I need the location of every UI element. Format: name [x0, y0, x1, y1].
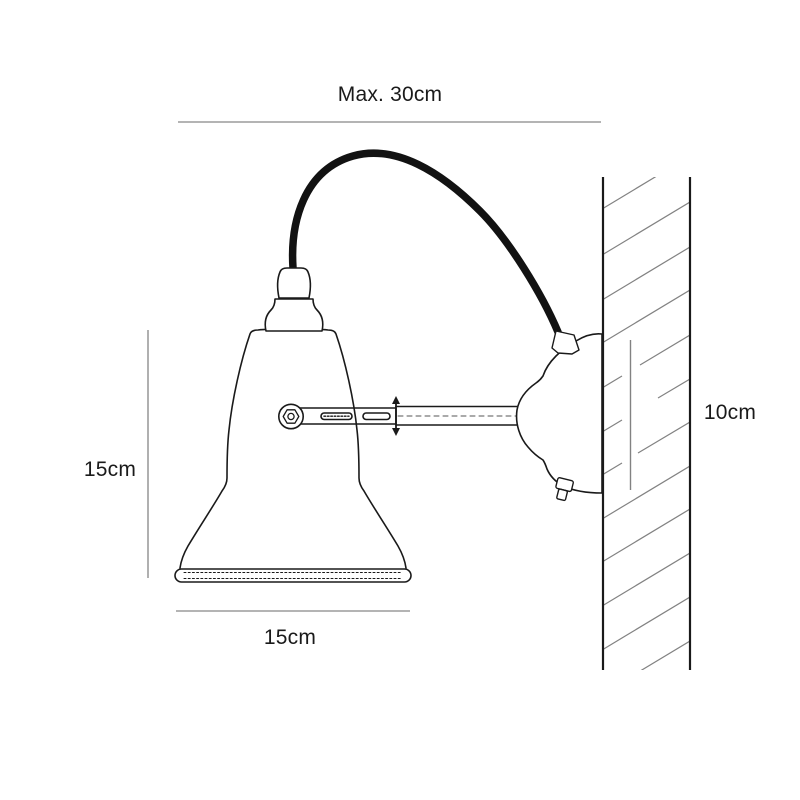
lamp-shade [174, 267, 412, 583]
pivot-bolt-center [287, 412, 295, 421]
pivot-bolt [277, 403, 304, 430]
wall-hatching [603, 177, 690, 670]
toggle-switch [555, 477, 574, 502]
label-shade-height: 15cm [84, 458, 136, 481]
arm-slot-2 [362, 412, 391, 421]
shade-cap-upper [276, 267, 312, 299]
lamp-drawing [174, 149, 603, 583]
shade-cap-lower [264, 298, 324, 332]
label-shade-diameter: 15cm [264, 626, 316, 649]
wall-section [603, 177, 690, 670]
dimension-labels: Max. 30cm 15cm 15cm 10cm [84, 83, 756, 649]
dimension-lines [147, 121, 601, 612]
wall-faces [601, 177, 692, 670]
shade-body [179, 328, 407, 569]
cable-gland [551, 330, 580, 355]
wall-mount [515, 330, 603, 502]
pivot-bolt-head [277, 403, 304, 430]
pivot-bolt-hex [282, 409, 300, 424]
arm-assembly [277, 396, 524, 436]
arm-end-stop [392, 396, 400, 436]
label-wall-plate-height: 10cm [704, 401, 756, 424]
wall-plate [515, 333, 603, 494]
arm-slot-1 [320, 412, 353, 421]
label-max-reach: Max. 30cm [338, 83, 443, 106]
power-cable [288, 149, 562, 336]
shade-rim [174, 568, 412, 583]
